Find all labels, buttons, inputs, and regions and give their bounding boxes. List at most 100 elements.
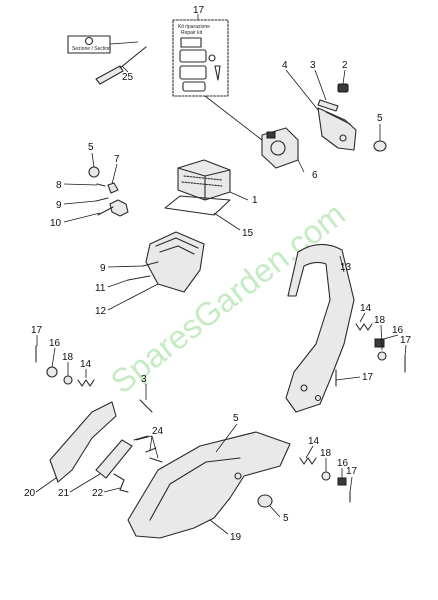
callout-21: 21 (58, 488, 70, 499)
part-1-air-filter (177, 159, 231, 201)
part-9-screw (95, 197, 109, 202)
callout-4: 4 (282, 60, 288, 71)
part-15-gasket (164, 195, 231, 216)
callout-17: 17 (31, 325, 43, 336)
carburetor-bore (270, 140, 286, 156)
callout-3: 3 (141, 374, 147, 385)
carburetor-screw (266, 131, 276, 139)
part-14-spring (77, 379, 95, 387)
callout-18: 18 (374, 315, 386, 326)
part-3-pin (139, 399, 153, 413)
part-5-buffer (373, 140, 387, 152)
callout-17: 17 (362, 372, 374, 383)
housing-body (145, 231, 205, 293)
handle-body (127, 431, 291, 539)
kit-gasket (180, 37, 202, 48)
kit-needle (214, 65, 221, 81)
callout-23: 24 (152, 426, 164, 437)
filter-edge (177, 167, 231, 201)
callout-5: 5 (377, 113, 383, 124)
callout-5: 5 (283, 513, 289, 524)
callout-15: 15 (242, 228, 254, 239)
part-5-buffer (88, 166, 100, 178)
callout-18: 18 (62, 352, 74, 363)
callout-9: 9 (56, 200, 62, 211)
callout-14: 14 (308, 436, 320, 447)
callout-5: 5 (233, 413, 239, 424)
kit-plate (179, 65, 207, 80)
callout-25: 25 (122, 72, 134, 83)
part-3-pin (317, 99, 339, 112)
tag-label: Sezione / Section (72, 46, 111, 52)
part-16-nut (46, 366, 58, 378)
callout-18: 18 (320, 448, 332, 459)
callout-14: 14 (80, 359, 92, 370)
tag-string (109, 41, 139, 45)
filter-body (177, 159, 231, 201)
callout-6: 6 (312, 170, 318, 181)
callout-10: 10 (50, 218, 62, 229)
callout-17: 17 (346, 466, 358, 477)
callout-14: 14 (360, 303, 372, 314)
callout-16: 16 (49, 338, 61, 349)
part-14-spring (299, 457, 317, 465)
part-25-screwdriver: Sezione / Section (67, 35, 147, 85)
callout-labels: 17 25 2 3 4 5 5 7 8 9 10 1 15 6 9 11 12 … (24, 5, 412, 543)
part-18-washer (321, 471, 331, 481)
part-5-buffer (257, 494, 273, 508)
kit-label-1: Kit riparazione (178, 24, 210, 30)
callout-9: 9 (100, 263, 106, 274)
callout-1: 1 (252, 195, 258, 206)
callout-2: 2 (342, 60, 348, 71)
handle-hole (234, 472, 242, 480)
part-4-bracket (317, 107, 357, 151)
callout-22: 22 (92, 488, 104, 499)
section-tag (67, 35, 111, 54)
callout-7: 7 (114, 154, 120, 165)
part-18-washer (63, 375, 73, 385)
kit-diaphragm (179, 49, 207, 63)
part-21-trigger (95, 439, 133, 479)
callout-24: 17 (193, 5, 205, 16)
callout-3: 3 (310, 60, 316, 71)
tag-hole (84, 36, 94, 46)
callout-17: 17 (400, 335, 412, 346)
part-6-carburetor (261, 127, 299, 169)
part-13-front-handle (285, 243, 355, 413)
part-9-screw (142, 261, 159, 267)
callout-19: 19 (230, 532, 242, 543)
screwdriver-handle (95, 65, 124, 85)
part-23-pins (133, 435, 163, 463)
callout-13: 13 (340, 262, 352, 273)
callout-5: 5 (88, 142, 94, 153)
part-10-valve (109, 199, 129, 217)
part-2-plug (337, 83, 349, 93)
part-12-filter-housing (145, 231, 205, 293)
part-22-spring (113, 473, 129, 493)
kit-cover (182, 81, 206, 92)
leader-lines (35, 14, 407, 535)
handle-hole (300, 384, 308, 392)
handle-hole (314, 394, 322, 402)
part-10-hose (97, 206, 114, 216)
bracket-hole (339, 134, 347, 142)
handle-edge (149, 457, 241, 521)
kit-washer (208, 54, 216, 62)
kit-box-frame (172, 19, 229, 97)
callout-16: 16 (392, 325, 404, 336)
part-16-nut (374, 338, 385, 348)
housing-ribs (155, 237, 199, 255)
part-18-washer (377, 351, 387, 361)
part-14-spring (355, 323, 373, 331)
callout-8: 8 (56, 180, 62, 191)
callout-16: 16 (337, 458, 349, 469)
bracket-body (317, 107, 357, 151)
part-20-rear-cover (49, 401, 117, 483)
part-8-screw (96, 183, 106, 187)
bracket-edge (325, 111, 351, 125)
part-19-rear-handle (127, 431, 291, 539)
part-11-screw (127, 275, 151, 281)
part-7-clip (107, 182, 119, 194)
